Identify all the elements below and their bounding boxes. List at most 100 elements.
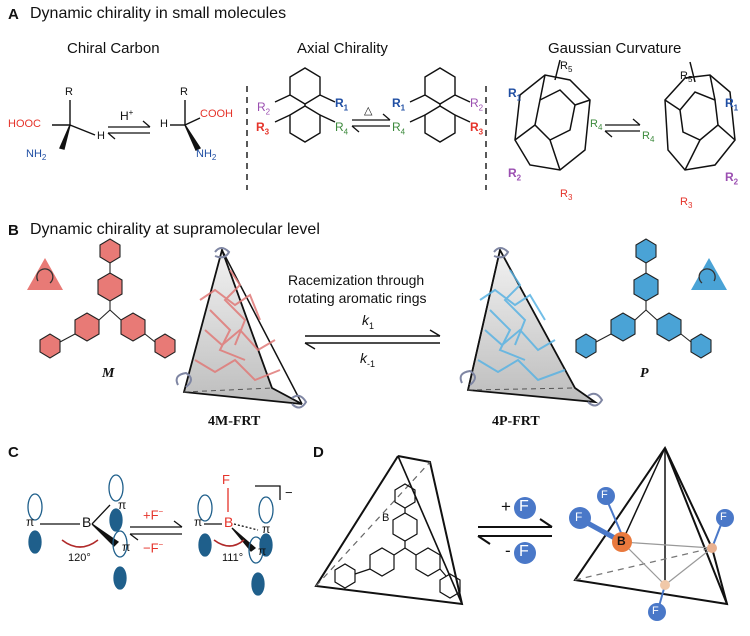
r-left-label: R: [65, 86, 73, 98]
gauss-right-r4: R4: [642, 130, 655, 145]
p-triangle-indicator: [691, 258, 727, 290]
clockwise-arrow-icon: [698, 268, 716, 284]
panel-c-letter: C: [8, 444, 19, 461]
pi-left-1: π: [26, 515, 35, 529]
axial-right-r3: R3: [470, 120, 484, 137]
boron-label-d: B: [617, 534, 626, 548]
equilibrium-arrows-3: [604, 118, 641, 138]
racemization-text-1: Racemization through: [288, 272, 425, 288]
gauss-left-r2: R2: [508, 166, 522, 183]
panel-d-letter: D: [313, 444, 324, 461]
negative-charge-label: −: [285, 485, 293, 500]
trigonal-boron: [27, 474, 128, 590]
gauss-left-r1: R1: [508, 86, 522, 103]
fluorine-label-d-2: F: [575, 510, 583, 524]
angle-111: 111°: [222, 552, 244, 564]
tetrahedral-borate: [197, 485, 281, 596]
nh2-right-label: NH2: [196, 148, 217, 163]
angle-120: 120°: [68, 552, 91, 564]
4p-frt-label: 4P-FRT: [492, 414, 540, 429]
axial-left-r4: R4: [335, 120, 349, 137]
plus-f-label-d: +: [501, 497, 511, 516]
p-label: P: [640, 366, 649, 381]
m-triangle-indicator: [27, 258, 63, 290]
cooh-right-label: COOH: [200, 108, 233, 120]
gauss-left-r4: R4: [590, 118, 603, 133]
axial-right-r1: R1: [392, 96, 406, 113]
p-molecule: [575, 238, 712, 359]
fluorine-label-d-4: F: [652, 605, 659, 617]
axial-chirality-heading: Axial Chirality: [297, 40, 388, 57]
curved-aromatic-left: [514, 59, 591, 171]
kminus1-label: k-1: [360, 350, 376, 369]
gauss-right-r3: R3: [680, 196, 693, 211]
axial-left-r1: R1: [335, 96, 349, 113]
minus-f-label-c: −F−: [143, 540, 164, 556]
racemization-text-2: rotating aromatic rings: [288, 290, 427, 306]
chiral-carbon-heading: Chiral Carbon: [67, 40, 160, 57]
gauss-right-r5: R5: [680, 70, 693, 85]
fluorine-label-d-1: F: [601, 489, 608, 501]
nh2-left-label: NH2: [26, 148, 47, 163]
pi-left-3: π: [122, 540, 131, 554]
boron-label-c-right: B: [224, 514, 234, 530]
tetrahedron-fluoride-bound: [569, 445, 734, 621]
h-left-label: H: [97, 130, 105, 142]
axial-left-r2: R2: [257, 100, 271, 117]
axial-right-r2: R2: [470, 96, 484, 113]
pi-right-2: π: [262, 522, 271, 536]
4m-frt-label: 4M-FRT: [208, 414, 261, 429]
boron-atom-highlight: [612, 532, 632, 552]
axial-right-r4: R4: [392, 120, 406, 137]
fluorine-label-c: F: [222, 472, 230, 487]
panel-b-title: Dynamic chirality at supramolecular leve…: [30, 221, 320, 238]
m-label: M: [102, 366, 115, 381]
gauss-right-r2: R2: [725, 170, 739, 187]
minus-f-label-d: -: [505, 541, 511, 560]
pi-right-1: π: [194, 515, 203, 529]
panel-a-letter: A: [8, 6, 19, 23]
heat-symbol: △: [364, 105, 373, 117]
tetrahedron-borane: [314, 455, 464, 606]
equilibrium-arrows-1: [107, 120, 151, 140]
gauss-left-r3: R3: [560, 188, 573, 203]
r-right-label: R: [180, 86, 188, 98]
gauss-right-r1: R1: [725, 96, 739, 113]
curved-aromatic-right: [664, 61, 736, 171]
panel-b-letter: B: [8, 222, 19, 239]
fluorine-label-d-3: F: [720, 511, 727, 523]
biphenyl-left: [274, 67, 336, 143]
biphenyl-right: [409, 67, 471, 143]
counterclockwise-arrow-icon: [36, 268, 54, 284]
k1-label: k1: [362, 312, 375, 331]
tetrahedron-4m: [175, 247, 308, 409]
pi-left-2: π: [118, 498, 127, 512]
boron-label-d-cage: B: [382, 512, 390, 524]
racemization-arrows: [304, 329, 441, 350]
fluoride-label-top: F: [519, 498, 529, 515]
h-plus-label: H+: [120, 108, 134, 123]
cooh-left-label: HOOC: [8, 118, 41, 130]
gaussian-curvature-heading: Gaussian Curvature: [548, 40, 682, 57]
gauss-left-r5: R5: [560, 60, 573, 75]
fluoride-label-bottom: F: [519, 543, 529, 560]
fluoride-arrows: [129, 520, 183, 541]
boron-label-c-left: B: [82, 514, 92, 530]
m-molecule: [39, 238, 176, 359]
pi-right-3: π: [258, 544, 267, 558]
tetrahedron-4p: [459, 247, 604, 407]
amino-acid-left: [52, 100, 96, 150]
plus-f-label-c: +F−: [143, 507, 164, 523]
fluoride-ion-icon-top: [514, 497, 536, 519]
fluoride-ion-icon-bottom: [514, 542, 536, 564]
amino-acid-right: [170, 100, 202, 151]
h-right-label: H: [160, 118, 168, 130]
panel-a-title: Dynamic chirality in small molecules: [30, 5, 287, 22]
equilibrium-arrows-2: [351, 113, 391, 133]
fluoride-arrows-d: [477, 518, 553, 545]
axial-left-r3: R3: [256, 120, 270, 137]
